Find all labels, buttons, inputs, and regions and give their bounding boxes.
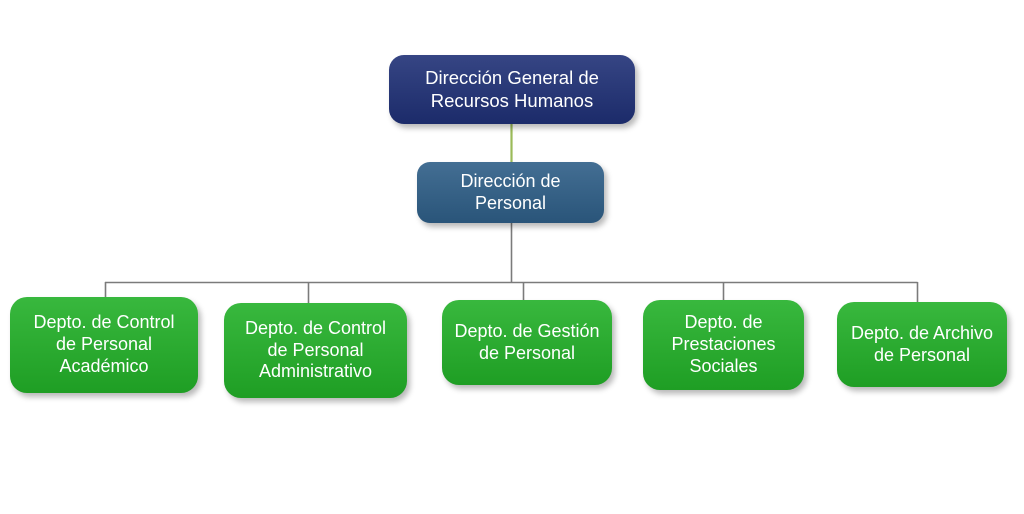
org-node-label: Depto. de Prestaciones Sociales <box>671 312 776 376</box>
org-node-dept-control-personal-administrativo: Depto. de Control de Personal Administra… <box>224 303 407 398</box>
org-node-direccion-de-personal: Dirección de Personal <box>417 162 604 223</box>
org-node-label: Dirección de Personal <box>460 170 561 213</box>
org-node-label: Dirección General de Recursos Humanos <box>425 66 599 111</box>
org-node-dept-archivo-de-personal: Depto. de Archivo de Personal <box>837 302 1007 387</box>
org-node-label: Depto. de Gestión de Personal <box>454 320 600 363</box>
org-node-direccion-general-recursos-humanos: Dirección General de Recursos Humanos <box>389 55 635 124</box>
org-node-dept-prestaciones-sociales: Depto. de Prestaciones Sociales <box>643 300 804 390</box>
org-node-dept-gestion-de-personal: Depto. de Gestión de Personal <box>442 300 612 385</box>
org-node-dept-control-personal-academico: Depto. de Control de Personal Académico <box>10 297 198 393</box>
org-node-label: Depto. de Archivo de Personal <box>850 322 994 365</box>
org-node-label: Depto. de Control de Personal Académico <box>33 312 175 376</box>
org-node-label: Depto. de Control de Personal Administra… <box>244 317 387 382</box>
